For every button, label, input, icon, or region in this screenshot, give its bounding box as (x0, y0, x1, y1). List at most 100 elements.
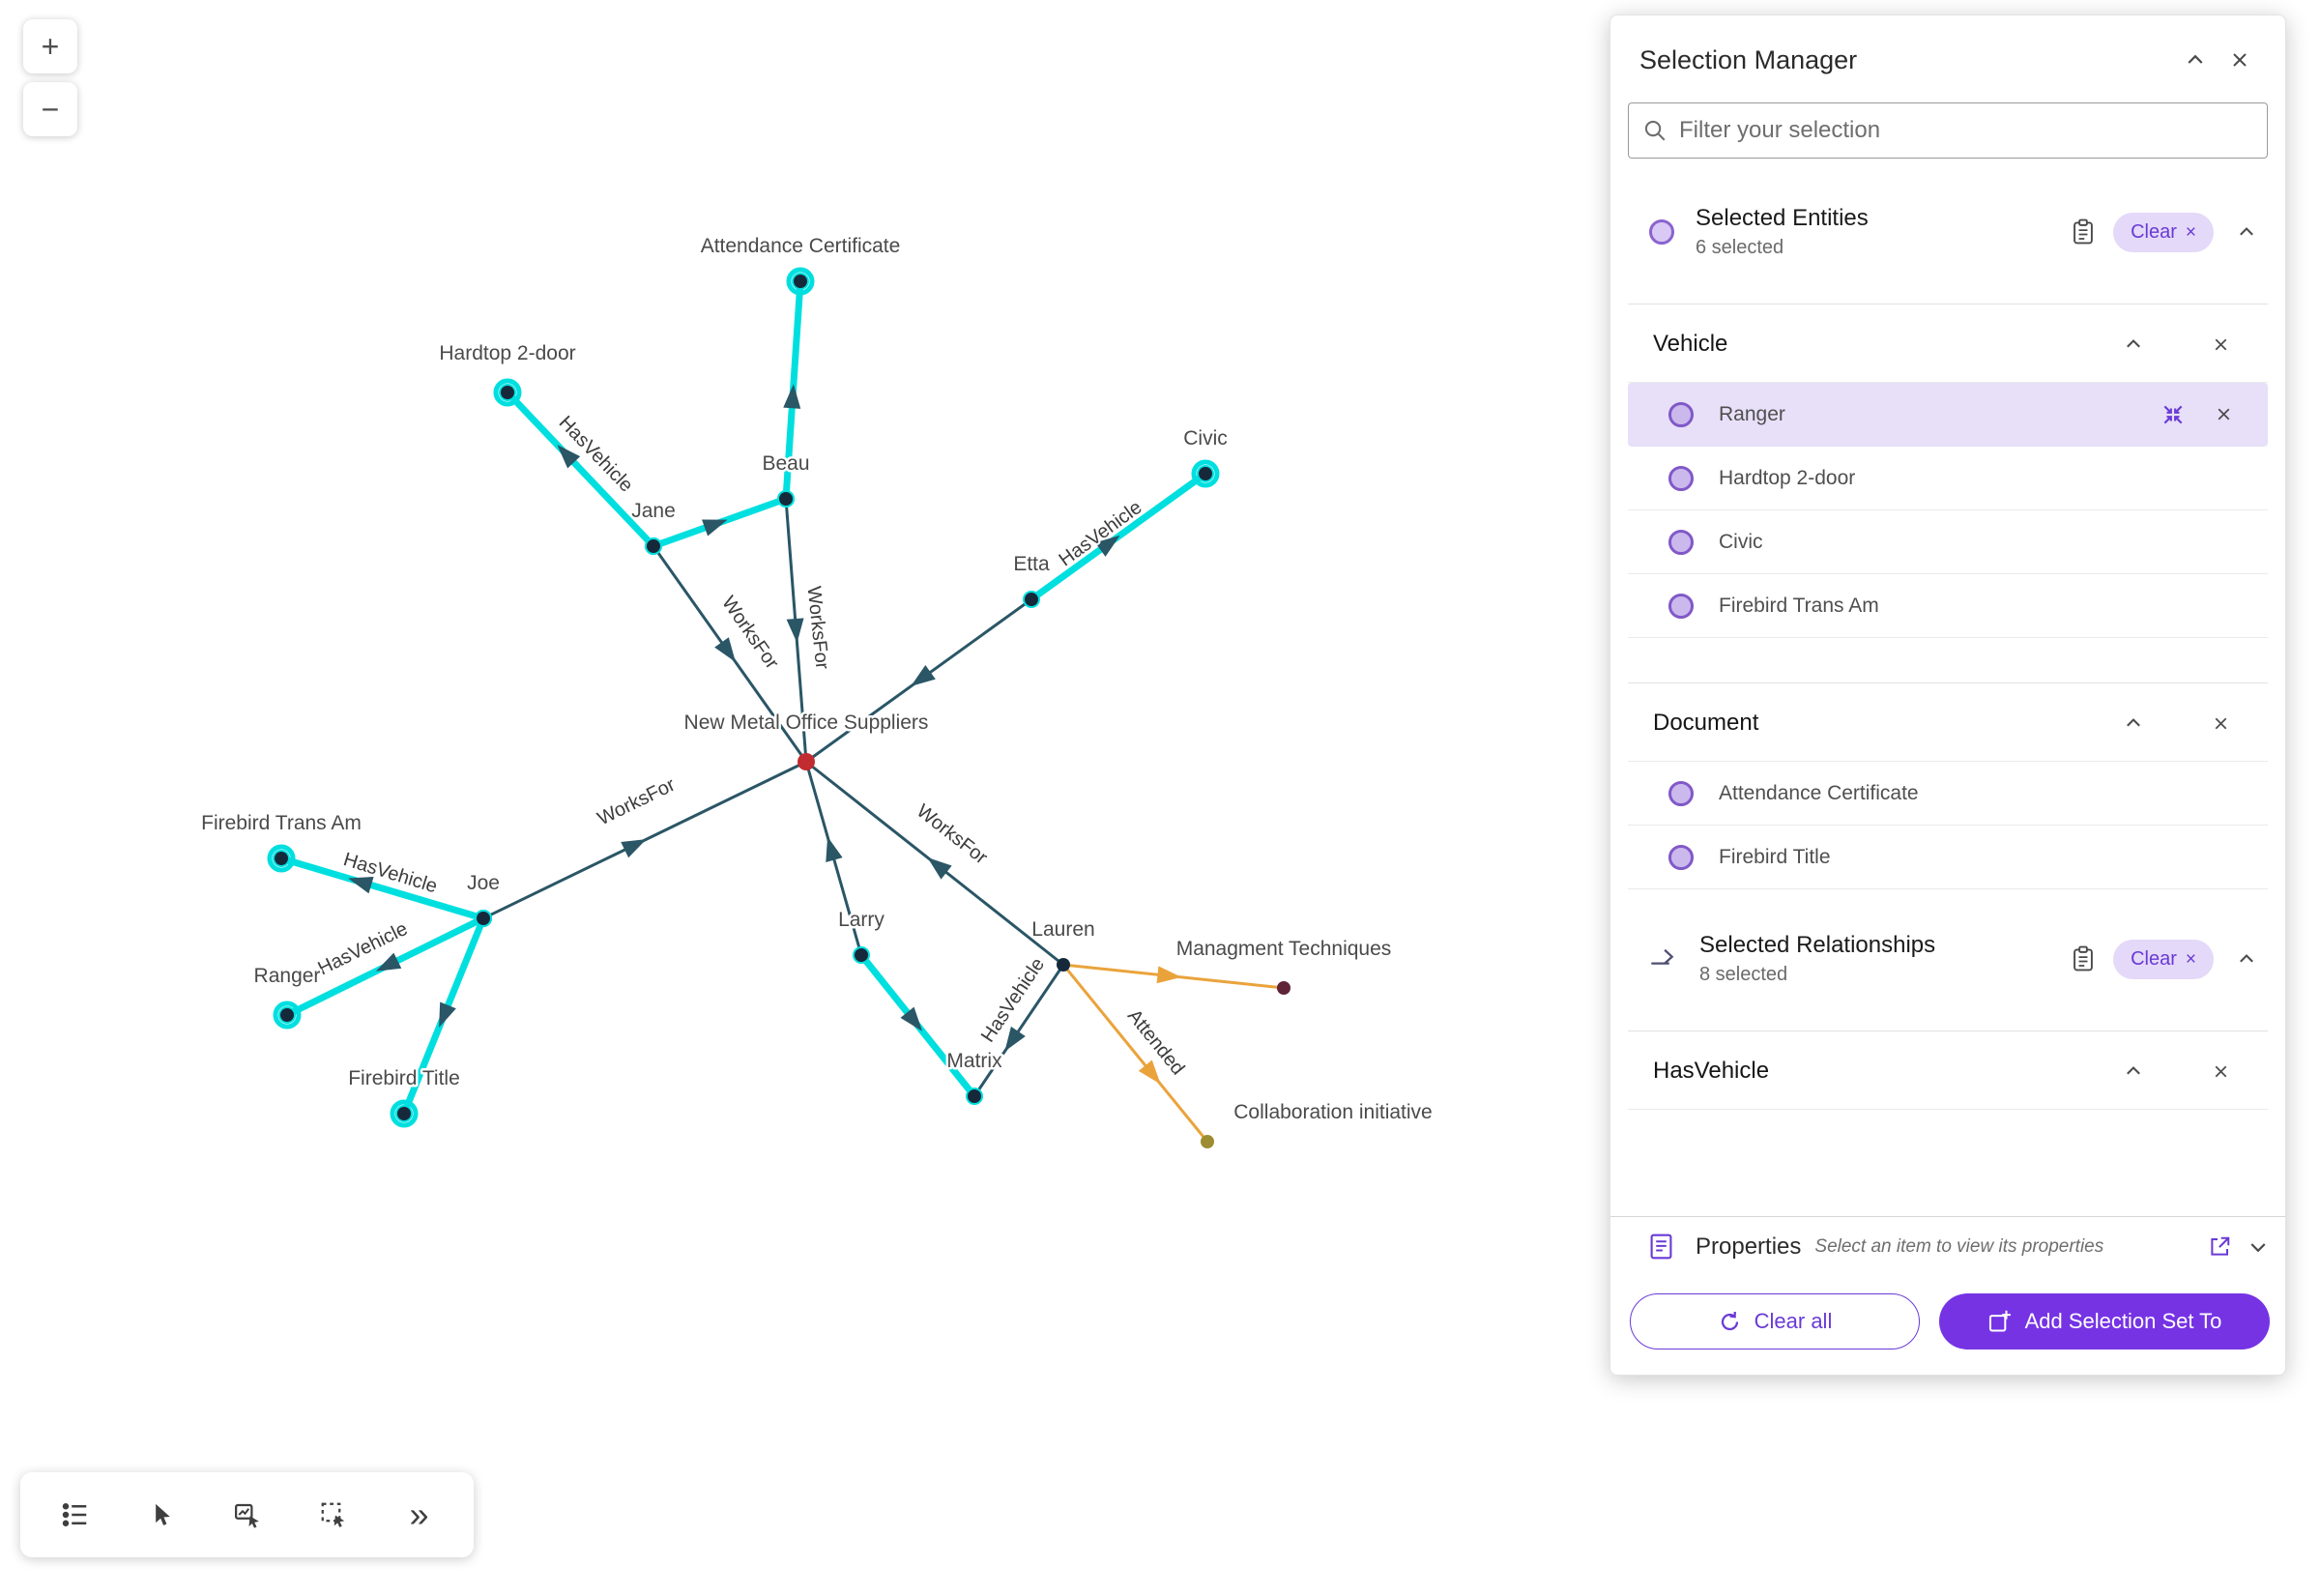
node-label-civic: Civic (1183, 427, 1228, 450)
list-item-label: Attendance Certificate (1719, 781, 1919, 804)
edge-arrow-icon (927, 857, 952, 880)
map-toolbar: » (20, 1472, 474, 1557)
expand-properties-icon[interactable] (2239, 1228, 2277, 1266)
list-item-attendance-certificate[interactable]: Attendance Certificate (1628, 762, 2268, 826)
zoom-out-button[interactable]: − (23, 82, 77, 136)
node-label-ranger: Ranger (254, 965, 321, 987)
graph-node-attendance[interactable] (794, 275, 807, 288)
node-label-collab: Collaboration initiative (1233, 1101, 1432, 1123)
group-header-vehicle: Vehicle (1628, 304, 2268, 383)
node-label-attendance: Attendance Certificate (701, 235, 901, 257)
edge-arrow-icon (714, 637, 736, 662)
zoom-to-item-icon[interactable] (2156, 398, 2190, 431)
edge-arrow-icon (621, 839, 647, 858)
entity-icon (1668, 844, 1694, 870)
list-item-ranger[interactable]: Ranger (1628, 383, 2268, 447)
close-panel-icon[interactable] (2218, 39, 2262, 81)
graph-node-etta[interactable] (1025, 593, 1038, 606)
list-item-firebird-title[interactable]: Firebird Title (1628, 826, 2268, 889)
collapse-group-icon[interactable] (2115, 707, 2152, 740)
entity-circle-icon (1649, 219, 1674, 245)
collapse-relationships-icon[interactable] (2227, 940, 2266, 978)
edge-arrow-icon (375, 952, 402, 972)
edge-arrow-icon (911, 665, 936, 686)
node-label-fta: Firebird Trans Am (201, 812, 362, 834)
graph-node-ftitle[interactable] (397, 1107, 411, 1120)
copy-selection-icon[interactable] (2071, 218, 2096, 246)
add-selection-set-button[interactable]: Add Selection Set To (1939, 1293, 2270, 1349)
collapse-panel-icon[interactable] (2173, 39, 2218, 81)
list-item-label: Ranger (1719, 402, 1785, 425)
graph-node-collab[interactable] (1201, 1135, 1214, 1148)
graph-node-joe[interactable] (477, 912, 490, 925)
entity-icon (1668, 593, 1694, 619)
graph-node-civic[interactable] (1199, 467, 1212, 480)
graph-node-lauren[interactable] (1057, 958, 1070, 972)
clear-all-button[interactable]: Clear all (1630, 1293, 1920, 1349)
edge-label-worksfor: WorksFor (717, 593, 783, 674)
graph-edge-lauren-collab[interactable] (1061, 964, 1209, 1143)
copy-relationships-icon[interactable] (2071, 945, 2096, 972)
clear-x-icon: × (2185, 948, 2196, 970)
relationship-groups: HasVehicle (1610, 1030, 2285, 1110)
selected-entities-count: 6 selected (1696, 237, 1784, 258)
node-label-lauren: Lauren (1031, 918, 1094, 941)
graph-node-beau[interactable] (779, 492, 793, 506)
graph-node-larry[interactable] (855, 948, 868, 962)
deselect-item-icon[interactable] (2206, 398, 2241, 431)
graph-node-ranger[interactable] (280, 1008, 294, 1022)
remove-group-icon[interactable] (2202, 328, 2239, 361)
selected-node-ring (273, 1001, 302, 1030)
filter-input[interactable] (1679, 117, 2253, 144)
selected-node-ring (493, 378, 522, 407)
marquee-select-icon[interactable] (305, 1487, 362, 1543)
edge-label-worksfor: WorksFor (594, 774, 680, 830)
select-graphic-icon[interactable] (219, 1487, 276, 1543)
more-tools-button[interactable]: » (409, 1494, 429, 1534)
group-name: Document (1653, 710, 1759, 736)
graph-node-fta[interactable] (275, 852, 288, 865)
entity-icon (1668, 401, 1694, 427)
group-header-document: Document (1628, 682, 2268, 762)
selected-node-ring (786, 267, 815, 296)
properties-title: Properties (1696, 1233, 1802, 1260)
panel-footer: Clear all Add Selection Set To (1610, 1276, 2285, 1375)
graph-edge-lauren-matrix[interactable] (972, 964, 1065, 1097)
clear-relationships-button[interactable]: Clear × (2113, 939, 2214, 979)
node-label-ftitle: Firebird Title (348, 1067, 460, 1089)
graph-node-matrix[interactable] (968, 1089, 981, 1103)
selected-entities-header: Selected Entities 6 selected Clear × (1649, 205, 2266, 259)
zoom-in-button[interactable]: + (23, 19, 77, 73)
open-properties-icon[interactable] (2200, 1228, 2239, 1266)
graph-node-center[interactable] (798, 753, 815, 770)
graph-node-hardtop[interactable] (501, 386, 514, 399)
edge-arrow-icon (439, 1001, 456, 1029)
collapse-entities-icon[interactable] (2227, 213, 2266, 251)
remove-group-icon[interactable] (2202, 707, 2239, 740)
collapse-group-icon[interactable] (2115, 1055, 2152, 1088)
collapse-group-icon[interactable] (2115, 328, 2152, 361)
entity-icon (1668, 465, 1694, 491)
panel-scroll-area[interactable]: Selected Entities 6 selected Clear × Veh… (1610, 162, 2285, 1216)
legend-list-icon[interactable] (47, 1487, 103, 1543)
remove-group-icon[interactable] (2202, 1055, 2239, 1088)
graph-node-jane[interactable] (647, 539, 660, 553)
list-item-firebird-trans-am[interactable]: Firebird Trans Am (1628, 574, 2268, 638)
list-item-label: Hardtop 2-door (1719, 466, 1856, 489)
list-item-hardtop-2-door[interactable]: Hardtop 2-door (1628, 447, 2268, 510)
node-label-jane: Jane (631, 500, 676, 522)
graph-node-mgmt[interactable] (1277, 981, 1290, 995)
properties-bar[interactable]: Properties Select an item to view its pr… (1610, 1216, 2285, 1276)
list-item-label: Civic (1719, 530, 1763, 553)
edge-arrow-icon (783, 384, 801, 409)
selection-manager-panel: Selection Manager Selected Entities 6 se… (1610, 15, 2286, 1376)
clear-entities-button[interactable]: Clear × (2113, 212, 2214, 252)
graph-edge-joe-fta[interactable] (280, 855, 484, 922)
cursor-tool-icon[interactable] (133, 1487, 189, 1543)
node-label-mgmt: Managment Techniques (1176, 938, 1392, 960)
edge-arrow-icon (826, 836, 843, 863)
edge-arrow-icon (1156, 966, 1182, 984)
graph-edge-jane-hardtop[interactable] (505, 390, 656, 549)
list-item-civic[interactable]: Civic (1628, 510, 2268, 574)
